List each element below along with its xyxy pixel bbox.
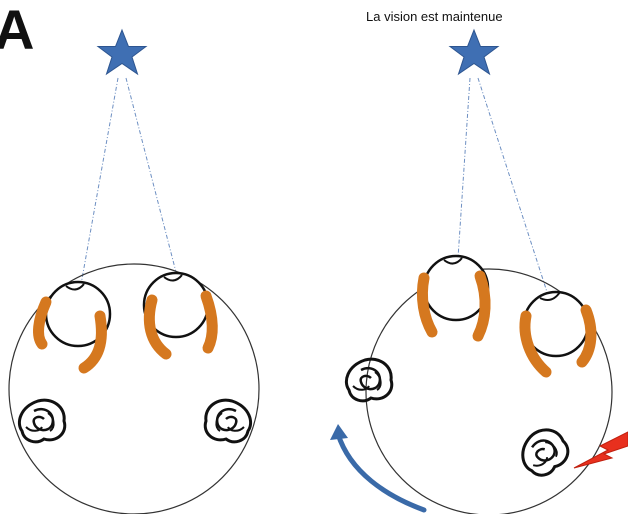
- star-icon: [448, 28, 500, 76]
- head-outline: [365, 268, 613, 514]
- star-icon: [96, 28, 148, 76]
- eye-muscles: [416, 270, 597, 378]
- head-outline: [8, 263, 260, 514]
- lightning-icon: [573, 431, 628, 469]
- inner-ear-icon: [17, 398, 67, 444]
- head-neutral: [8, 28, 260, 514]
- inner-ear-icon: [512, 421, 576, 483]
- panel-label: A: [0, 0, 35, 61]
- inner-ear-icon: [203, 398, 253, 444]
- caption: La vision est maintenue: [366, 9, 503, 24]
- curved-arrow-icon: [330, 424, 427, 513]
- left-eye: [44, 280, 112, 348]
- sightline-left-eye: [79, 77, 119, 291]
- head-rotated: [330, 28, 628, 514]
- sightline-left-eye: [455, 77, 471, 289]
- sightline-right-eye: [477, 77, 548, 293]
- sightline-right-eye: [125, 77, 178, 277]
- eye-muscles: [33, 290, 218, 374]
